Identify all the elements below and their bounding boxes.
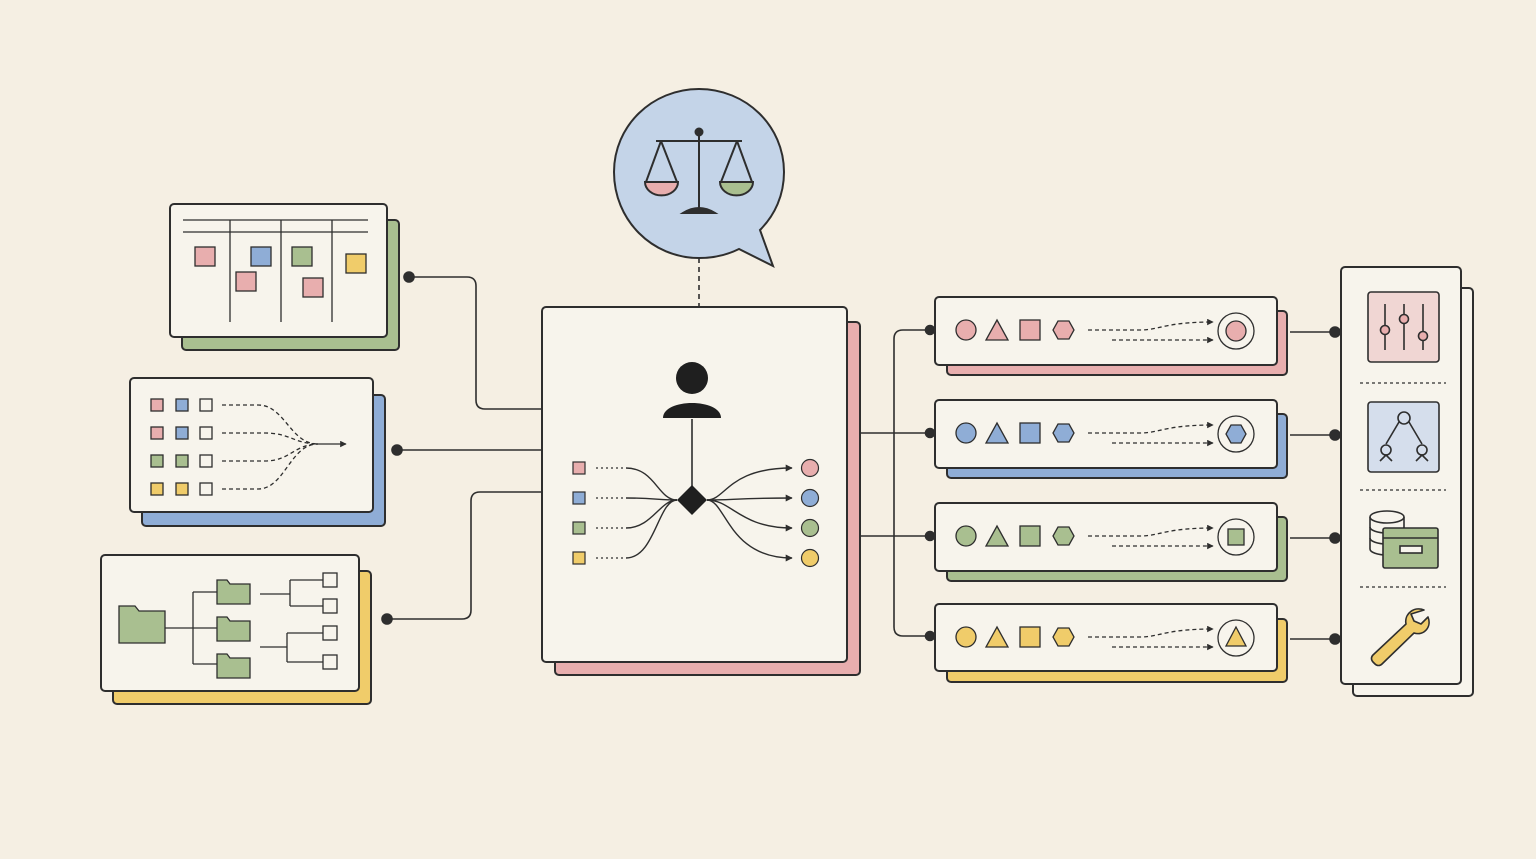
hub-flow-lines [625,464,793,562]
triangle-shape [984,318,1010,341]
input-card-folders [100,554,372,705]
input-card-kanban [169,203,400,351]
output-row-blue [934,399,1288,479]
circle-shape [955,319,977,341]
circle-shape [955,422,977,444]
balance-scale-icon [643,127,755,214]
input-card-merge [129,377,386,527]
tool-panel [1340,266,1474,697]
hexagon-shape [1052,627,1075,647]
result-circle-icon [1225,320,1247,342]
tool-connectors [1290,326,1341,645]
result-triangle-icon [1224,625,1248,647]
decision-hub-card [541,306,861,676]
output-row-yellow [934,603,1288,683]
decision-diamond-icon [677,485,707,515]
circle-shape [955,525,977,547]
database-archive-icon [1369,510,1439,569]
square-shape [1019,525,1041,547]
square-shape [1019,319,1041,341]
triangle-shape [984,524,1010,547]
result-hexagon-icon [1225,424,1247,444]
output-connectors [860,324,936,642]
judgment-bubble [612,87,786,269]
hexagon-shape [1052,320,1075,340]
person-icon [663,362,721,418]
circle-shape [955,626,977,648]
hub-output-markers [800,458,820,568]
input-connectors [381,271,542,625]
output-row-green [934,502,1288,582]
output-row-pink [934,296,1288,376]
hierarchy-icon [1367,401,1440,473]
square-shape [1019,626,1041,648]
wrench-icon [1370,608,1430,667]
hub-input-markers [572,461,625,565]
triangle-shape [984,421,1010,444]
kanban-board-icon [183,219,368,322]
square-shape [1019,422,1041,444]
folder-tree-icon [118,572,338,679]
result-square-icon [1227,528,1245,546]
sliders-icon [1367,291,1440,363]
triangle-shape [984,625,1010,648]
merge-flow-icon [150,398,347,496]
hexagon-shape [1052,526,1075,546]
hexagon-shape [1052,423,1075,443]
